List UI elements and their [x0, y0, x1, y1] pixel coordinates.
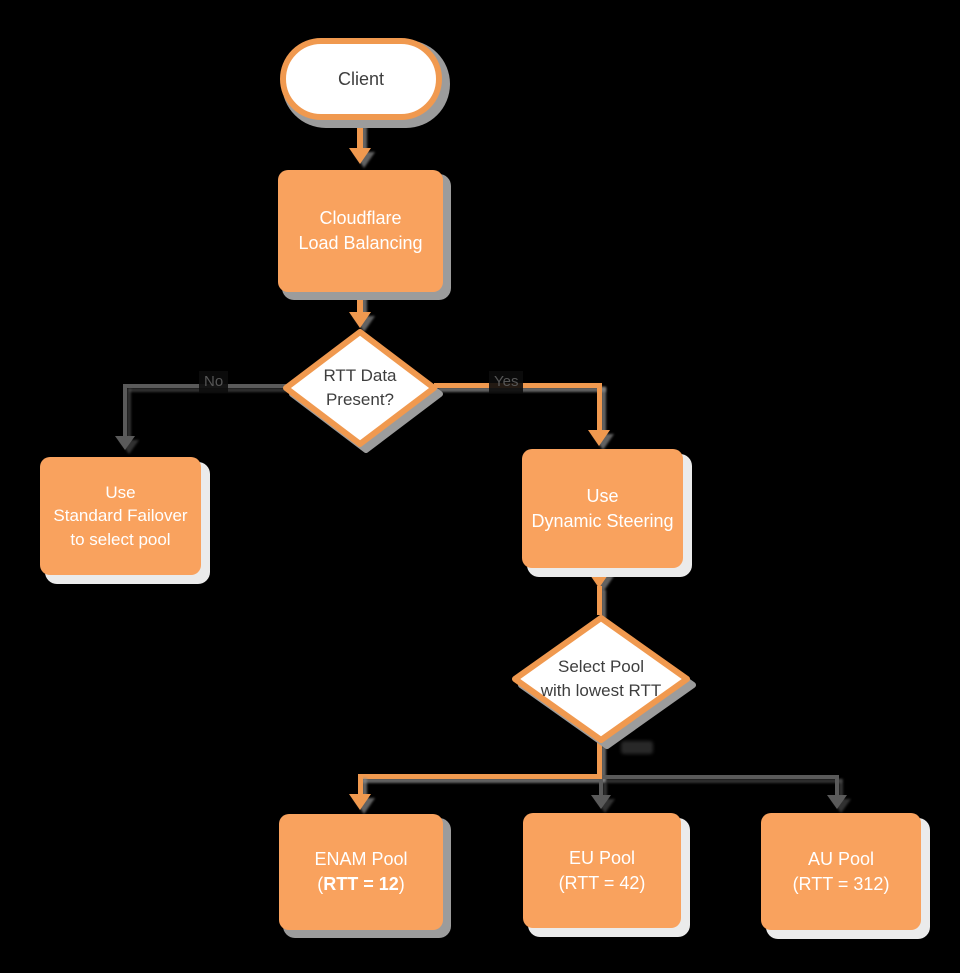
edge-loadbalancing-to-rtt: [357, 292, 363, 314]
node-enam-pool: ENAM Pool (RTT = 12): [279, 814, 443, 930]
enam-pool-line2: (RTT = 12): [317, 872, 405, 897]
standard-failover-line2: Standard Failover: [53, 506, 188, 526]
select-pool-diamond-shape-icon: [512, 615, 690, 743]
arrowhead-into-loadbalancing-icon: [349, 148, 371, 164]
enam-open-paren: (: [317, 874, 324, 894]
standard-failover-line1: Use: [105, 482, 136, 502]
rtt-diamond-shape-icon: [283, 329, 437, 447]
dynamic-steering-line1: Use: [586, 485, 619, 506]
node-load-balancing: Cloudflare Load Balancing: [278, 170, 443, 292]
arrowhead-into-enam-icon: [349, 794, 371, 810]
edge-yes-vertical: [597, 383, 602, 431]
arrowhead-into-rtt-icon: [349, 312, 371, 328]
edge-label-no: No: [199, 371, 229, 393]
node-select-pool: Select Pool with lowest RTT: [511, 614, 691, 744]
edge-steering-to-select: [597, 586, 602, 615]
enam-close-paren: ): [398, 874, 405, 894]
arrowhead-into-dynamic-steering-icon: [588, 430, 610, 446]
enam-pool-line1: ENAM Pool: [314, 849, 408, 870]
arrowhead-into-eu-icon: [591, 795, 611, 809]
edge-client-to-loadbalancing: [357, 118, 363, 150]
node-standard-failover: Use Standard Failover to select pool: [40, 457, 201, 575]
edge-to-au-horizontal: [602, 775, 838, 779]
arrowhead-into-failover-icon: [115, 436, 135, 450]
edge-to-enam-horizontal: [358, 774, 602, 779]
edge-no-vertical: [123, 384, 127, 436]
node-au-pool: AU Pool (RTT = 312): [761, 813, 921, 930]
dynamic-steering-line2: Dynamic Steering: [531, 510, 674, 531]
edge-select-down: [597, 742, 602, 778]
node-rtt-decision: RTT Data Present?: [282, 328, 438, 448]
edge-to-au-vertical: [835, 775, 839, 797]
node-dynamic-steering: Use Dynamic Steering: [522, 449, 683, 568]
client-label: Client: [337, 68, 385, 89]
arrowhead-below-dynamic-steering-icon: [588, 572, 610, 588]
enam-rtt-value: RTT = 12: [323, 874, 399, 894]
rtt-decision-line2: Present?: [325, 390, 395, 409]
standard-failover-line3: to select pool: [70, 529, 171, 549]
eu-pool-line1: EU Pool: [568, 847, 636, 868]
edge-to-enam-vertical: [358, 774, 363, 796]
node-eu-pool: EU Pool (RTT = 42): [523, 813, 681, 928]
rtt-decision-line1: RTT Data: [323, 366, 397, 386]
load-balancing-line2: Load Balancing: [298, 233, 423, 253]
load-balancing-line1: Cloudflare: [319, 208, 402, 229]
node-client: Client: [280, 38, 442, 120]
select-pool-line2: with lowest RTT: [540, 681, 662, 700]
au-pool-line1: AU Pool: [807, 848, 875, 869]
edge-to-eu-vertical: [599, 779, 603, 797]
select-pool-line1: Select Pool: [558, 657, 644, 677]
au-pool-line2: (RTT = 312): [792, 873, 890, 894]
arrowhead-into-au-icon: [827, 795, 847, 809]
faint-edge-label: [621, 741, 653, 754]
eu-pool-line2: (RTT = 42): [558, 872, 646, 893]
edge-label-yes: Yes: [489, 371, 524, 393]
